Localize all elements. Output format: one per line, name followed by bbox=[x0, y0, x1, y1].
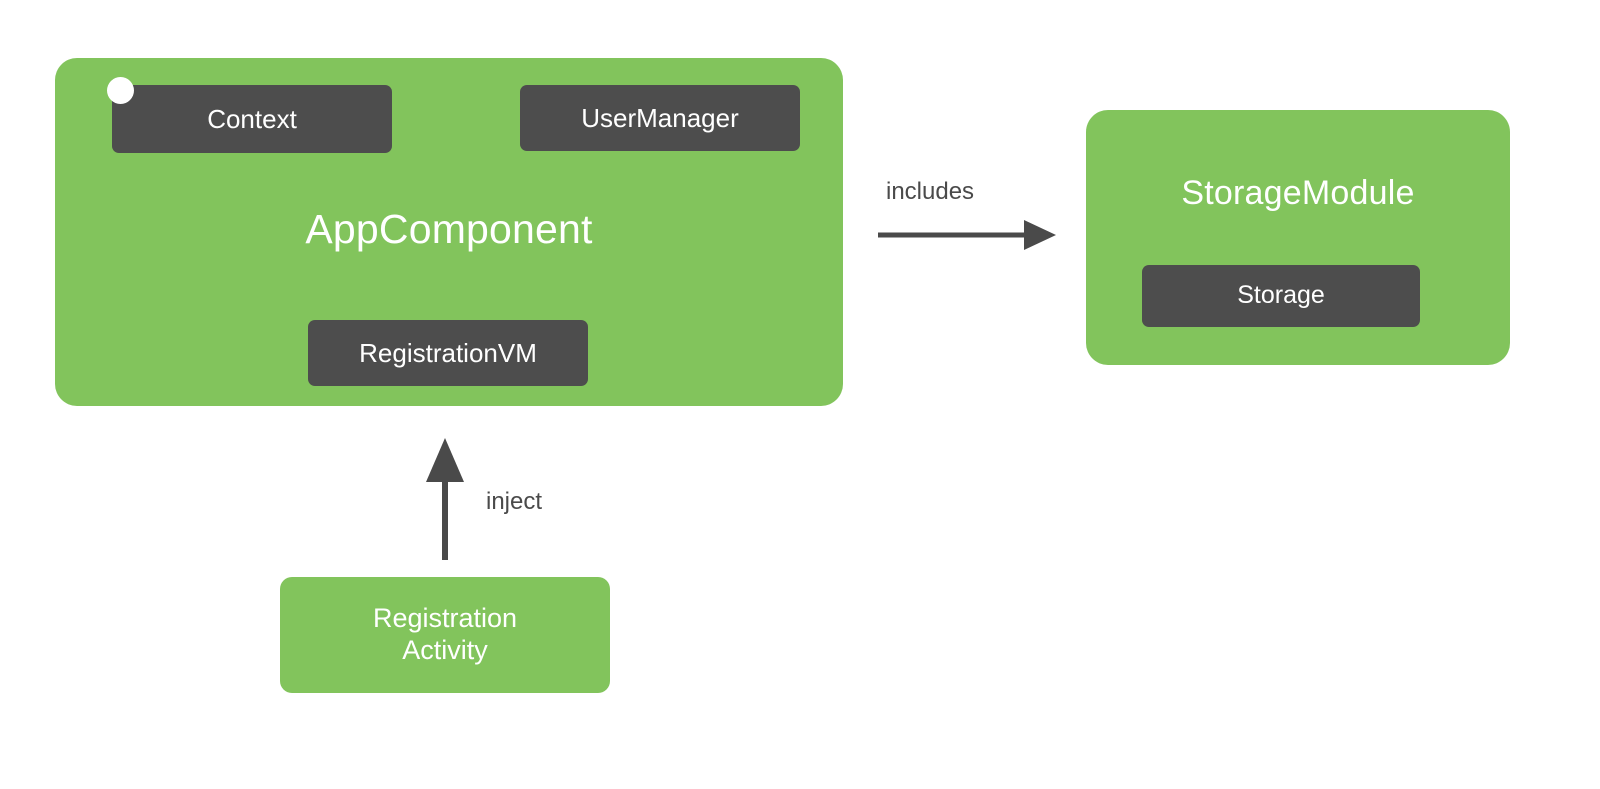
dependency-storage-label: Storage bbox=[1237, 281, 1325, 310]
dependency-registrationvm-label: RegistrationVM bbox=[359, 337, 537, 368]
storage-module-title: StorageModule bbox=[1181, 174, 1415, 212]
dependency-context[interactable]: Context bbox=[112, 85, 392, 153]
dependency-context-label: Context bbox=[207, 103, 297, 134]
scope-dot-icon bbox=[107, 77, 134, 104]
dependency-usermanager-label: UserManager bbox=[581, 102, 739, 133]
inject-edge-label: inject bbox=[486, 488, 543, 515]
app-component-title: AppComponent bbox=[305, 206, 593, 252]
includes-edge-label: includes bbox=[886, 178, 975, 205]
registration-activity-node[interactable]: Registration Activity bbox=[280, 577, 610, 693]
registration-activity-label-line1: Registration bbox=[372, 603, 518, 634]
registration-activity-label-line2: Activity bbox=[402, 635, 488, 665]
dependency-usermanager[interactable]: UserManager bbox=[520, 85, 800, 151]
includes-arrow-icon bbox=[878, 220, 1056, 250]
dependency-registrationvm[interactable]: RegistrationVM bbox=[308, 320, 588, 386]
dependency-storage[interactable]: Storage bbox=[1142, 265, 1420, 327]
inject-arrow-icon bbox=[426, 438, 464, 560]
